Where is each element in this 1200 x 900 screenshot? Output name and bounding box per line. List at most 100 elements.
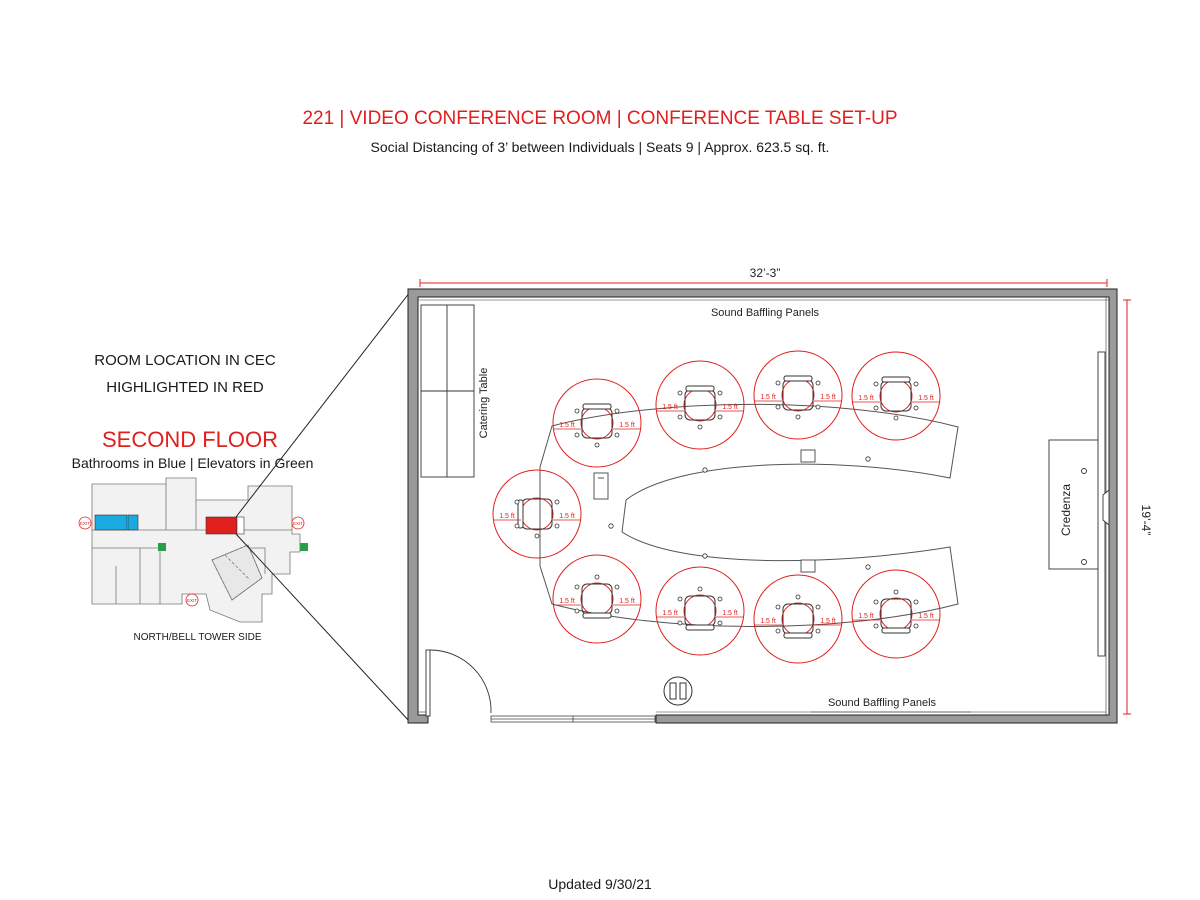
radius-label: 1.5 ft xyxy=(722,610,738,617)
chair-caster xyxy=(534,533,540,539)
chair-caster xyxy=(893,589,899,595)
chair-caster xyxy=(717,620,723,626)
page-subtitle: Social Distancing of 3’ between Individu… xyxy=(370,139,830,155)
radius-label: 1.5 ft xyxy=(499,513,515,520)
radius-label: 1.5 ft xyxy=(559,422,575,429)
radius-label: 1.5 ft xyxy=(619,422,635,429)
radius-label: 1.5 ft xyxy=(918,395,934,402)
chair-caster xyxy=(514,499,520,505)
seats-group: 1.5 ft 1.5 ft 1.5 ft 1.5 ft 1.5 ft 1.5 ft 1.5 … xyxy=(492,350,941,664)
chair-caster xyxy=(815,380,821,386)
radius-label: 1.5 ft xyxy=(722,404,738,411)
catering-table-label: Catering Table xyxy=(478,368,490,439)
seat: 1.5 ft 1.5 ft xyxy=(492,469,582,559)
chair-caster xyxy=(717,414,723,420)
chair-caster xyxy=(614,584,620,590)
seat: 1.5 ft 1.5 ft xyxy=(753,350,843,440)
radius-label: 1.5 ft xyxy=(619,598,635,605)
chair-back xyxy=(881,376,911,383)
chair-caster xyxy=(815,404,821,410)
chair-caster xyxy=(594,574,600,580)
radius-label: 1.5 ft xyxy=(760,618,776,625)
chair-caster xyxy=(677,414,683,420)
chair-caster xyxy=(815,604,821,610)
chair-caster xyxy=(614,432,620,438)
room-location-line2: HIGHLIGHTED IN RED xyxy=(106,379,264,396)
updated-date: Updated 9/30/21 xyxy=(548,876,652,892)
chair-caster xyxy=(677,390,683,396)
chair-caster xyxy=(614,608,620,614)
camera-pedestal xyxy=(663,676,693,706)
page-title: 221 | VIDEO CONFERENCE ROOM | CONFERENCE… xyxy=(302,108,898,129)
chair-caster xyxy=(775,604,781,610)
chair-back xyxy=(783,375,813,382)
chair-caster xyxy=(775,380,781,386)
distancing-circle xyxy=(753,350,843,440)
bathroom-marker xyxy=(94,514,128,531)
chair-caster xyxy=(514,523,520,529)
bottom-windows xyxy=(490,715,656,723)
radius-label: 1.5 ft xyxy=(559,513,575,520)
door xyxy=(425,649,492,717)
callout-line-top xyxy=(235,291,411,518)
radius-label: 1.5 ft xyxy=(662,610,678,617)
chair-caster xyxy=(677,596,683,602)
svg-text:EXIT: EXIT xyxy=(293,521,303,526)
svg-text:EXIT: EXIT xyxy=(187,598,197,603)
height-dimension xyxy=(1123,299,1131,715)
credenza-label: Credenza xyxy=(1059,484,1073,536)
mini-floor-plan xyxy=(91,477,301,623)
chair-caster xyxy=(677,620,683,626)
exit-marker: EXIT xyxy=(78,516,92,530)
conference-table xyxy=(539,403,959,627)
orientation-label: NORTH/BELL TOWER SIDE xyxy=(133,632,262,643)
radius-label: 1.5 ft xyxy=(820,394,836,401)
chair-caster xyxy=(554,523,560,529)
chair-caster xyxy=(775,404,781,410)
radius-label: 1.5 ft xyxy=(918,613,934,620)
distancing-circle xyxy=(655,566,745,656)
chair-caster xyxy=(815,628,821,634)
distancing-circle xyxy=(851,569,941,659)
height-dimension-label: 19’-4” xyxy=(1139,505,1153,536)
floor-legend: Bathrooms in Blue | Elevators in Green xyxy=(71,455,314,471)
top-wall-label: Sound Baffling Panels xyxy=(711,307,820,319)
distancing-circle xyxy=(851,351,941,441)
chair-caster xyxy=(795,414,801,420)
bottom-wall-label: Sound Baffling Panels xyxy=(828,697,937,709)
chair-back xyxy=(783,632,813,639)
chair-back xyxy=(517,499,524,529)
exit-marker: EXIT xyxy=(291,516,305,530)
radius-label: 1.5 ft xyxy=(760,394,776,401)
distancing-circle xyxy=(753,574,843,664)
distancing-circle xyxy=(492,469,582,559)
room-221-highlight xyxy=(205,516,238,535)
chair xyxy=(880,380,912,412)
chair-caster xyxy=(873,623,879,629)
radius-label: 1.5 ft xyxy=(858,395,874,402)
exit-marker: EXIT xyxy=(185,593,199,607)
chair-caster xyxy=(873,381,879,387)
elevator-marker xyxy=(158,543,166,551)
chair-caster xyxy=(913,405,919,411)
svg-text:EXIT: EXIT xyxy=(80,521,90,526)
chair-caster xyxy=(913,381,919,387)
chair-caster xyxy=(574,432,580,438)
distancing-circle xyxy=(655,360,745,450)
seat: 1.5 ft 1.5 ft xyxy=(655,566,745,656)
seat-inner-circle xyxy=(879,379,913,413)
chair-caster xyxy=(594,442,600,448)
chair-caster xyxy=(697,424,703,430)
distancing-circle xyxy=(552,378,642,468)
chair-back xyxy=(685,624,715,631)
chair-caster xyxy=(574,608,580,614)
elevator-marker xyxy=(300,543,308,551)
chair-caster xyxy=(697,586,703,592)
chair-back xyxy=(881,627,911,634)
chair-caster xyxy=(717,390,723,396)
catering-table xyxy=(420,304,475,478)
